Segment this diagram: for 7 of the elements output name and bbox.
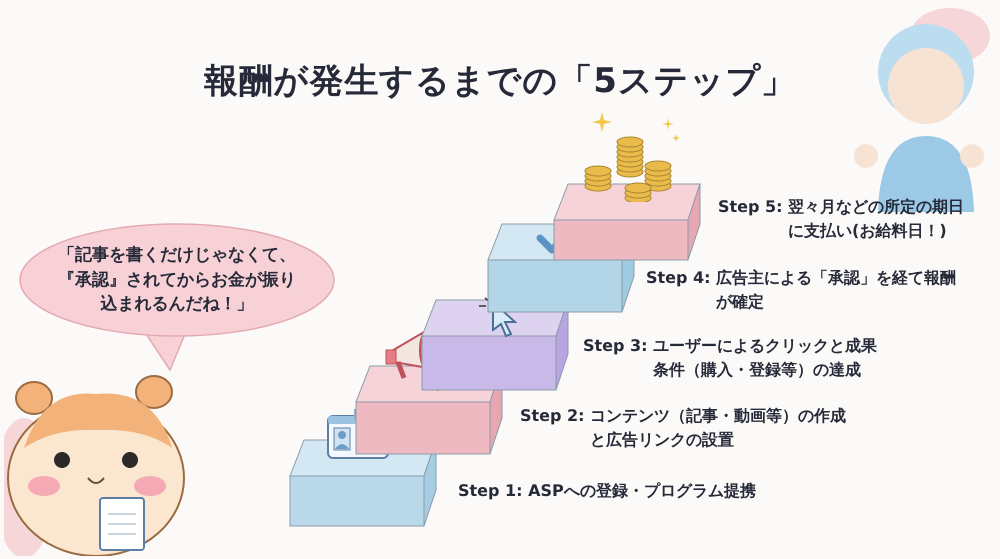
speech-text: 「記事を書くだけじゃなくて、『承認』されてからお金が振り込まれるんだね！」 xyxy=(57,244,297,316)
step-label: Step 2: コンテンツ（記事・動画等）の作成と広告リンクの設置 xyxy=(520,405,848,451)
step-label: Step 5: 翌々月などの所定の期日に支払い(お給料日！) xyxy=(718,196,966,242)
step-label: Step 1: ASPへの登録・プログラム提携 xyxy=(458,480,757,502)
step-label: Step 4: 広告主による「承認」を経て報酬が確定 xyxy=(646,267,958,313)
title: 報酬が発生するまでの「5ステップ」 xyxy=(202,60,798,102)
step-label: Step 3: ユーザーによるクリックと成果条件（購入・登録等）の達成 xyxy=(583,335,878,381)
